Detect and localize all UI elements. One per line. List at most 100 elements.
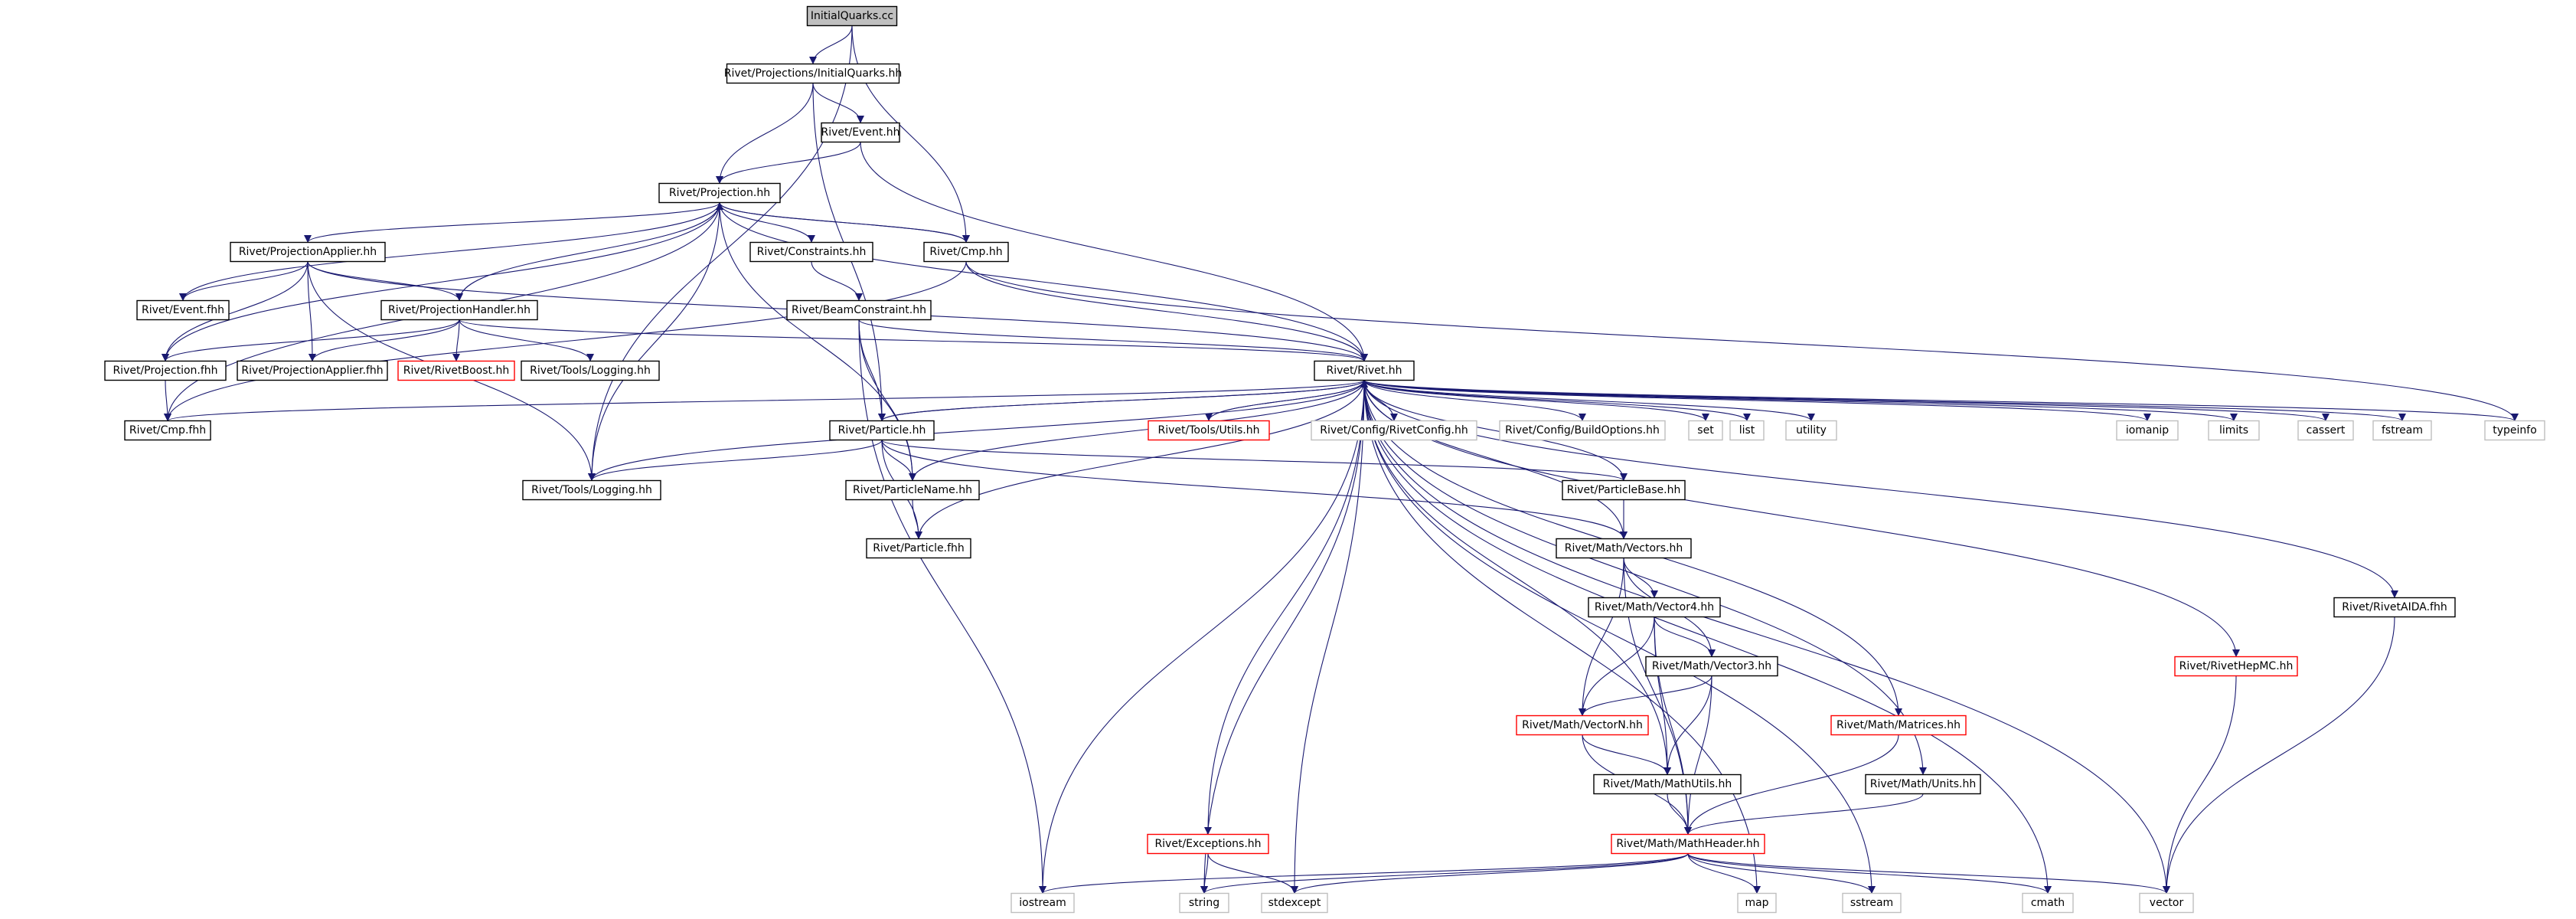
node-string[interactable]: string <box>1179 892 1229 914</box>
dependency-arrow <box>1363 380 1671 775</box>
dependency-arrow <box>1363 380 1876 894</box>
node-math-vectorn-hh[interactable]: Rivet/Math/VectorN.hh <box>1516 715 1649 736</box>
node-label: limits <box>2219 424 2248 437</box>
node-cmp-hh[interactable]: Rivet/Cmp.hh <box>923 241 1009 263</box>
node-fstream[interactable]: fstream <box>2372 420 2432 441</box>
dependency-edge <box>1579 558 1624 716</box>
node-initialquarks-cc[interactable]: InitialQuarks.cc <box>806 5 898 27</box>
node-iostream[interactable]: iostream <box>1010 892 1075 914</box>
node-box <box>1179 892 1229 914</box>
node-particle-hh[interactable]: Rivet/Particle.hh <box>829 420 935 441</box>
node-box <box>2372 420 2432 441</box>
node-box <box>2297 420 2354 441</box>
node-math-units-hh[interactable]: Rivet/Math/Units.hh <box>1865 773 1981 795</box>
node-box <box>2116 420 2179 441</box>
node-list[interactable]: list <box>1729 420 1765 441</box>
dependency-arrow <box>1291 853 1689 894</box>
node-projectionhandler-hh[interactable]: Rivet/ProjectionHandler.hh <box>380 299 538 321</box>
dependency-arrow <box>858 319 1368 361</box>
node-math-vectors-hh[interactable]: Rivet/Math/Vectors.hh <box>1556 538 1692 559</box>
node-label: Rivet/Exceptions.hh <box>1154 838 1261 850</box>
node-constraints-hh[interactable]: Rivet/Constraints.hh <box>749 241 873 263</box>
dependency-arrow <box>1363 380 2406 421</box>
node-label: Rivet/Projection.hh <box>669 187 770 199</box>
dependency-edge <box>860 142 1368 361</box>
node-tools-logging-hh-upper[interactable]: Rivet/Tools/Logging.hh <box>521 360 660 381</box>
node-event-fhh[interactable]: Rivet/Event.fhh <box>136 299 230 321</box>
dependency-arrow <box>1363 380 1628 539</box>
node-utility[interactable]: utility <box>1785 420 1837 441</box>
node-box <box>521 360 660 381</box>
node-event-hh[interactable]: Rivet/Event.hh <box>821 122 900 143</box>
dependency-edge <box>1687 853 2170 894</box>
dependency-edge <box>588 25 853 481</box>
node-projections-initialquarks-hh[interactable]: Rivet/Projections/InitialQuarks.hh <box>724 63 903 84</box>
dependency-edge <box>304 202 720 243</box>
dependency-edge <box>162 319 460 361</box>
dependency-arrow <box>1684 734 1899 835</box>
dependency-arrow <box>716 202 967 243</box>
node-tools-logging-hh[interactable]: Rivet/Tools/Logging.hh <box>522 479 661 501</box>
node-box <box>1737 892 1777 914</box>
dependency-edge <box>1663 675 1712 775</box>
node-projection-fhh[interactable]: Rivet/Projection.fhh <box>104 360 227 381</box>
dependency-arrow <box>588 25 853 481</box>
node-particle-fhh[interactable]: Rivet/Particle.fhh <box>866 538 971 559</box>
node-label: Rivet/Math/Matrices.hh <box>1837 719 1961 731</box>
dependency-arrow <box>1291 380 1365 894</box>
node-rivet-hh[interactable]: Rivet/Rivet.hh <box>1314 360 1415 381</box>
dependency-arrow <box>719 202 1368 361</box>
node-box <box>2208 420 2260 441</box>
node-cmath[interactable]: cmath <box>2022 892 2074 914</box>
node-label: Rivet/Cmp.hh <box>929 246 1002 258</box>
node-label: Rivet/RivetBoost.hh <box>403 365 509 377</box>
dependency-edge <box>719 202 1368 361</box>
node-tools-utils-hh[interactable]: Rivet/Tools/Utils.hh <box>1148 420 1270 441</box>
dependency-edge <box>912 380 1368 481</box>
node-math-mathheader-hh[interactable]: Rivet/Math/MathHeader.hh <box>1611 833 1765 855</box>
node-set[interactable]: set <box>1688 420 1723 441</box>
node-vector[interactable]: vector <box>2139 892 2194 914</box>
node-rivethepmc-hh[interactable]: Rivet/RivetHepMC.hh <box>2174 656 2298 677</box>
dependency-arrow <box>716 142 861 184</box>
node-typeinfo[interactable]: typeinfo <box>2484 420 2545 441</box>
node-box <box>136 299 230 321</box>
node-config-rivetconfig-hh[interactable]: Rivet/Config/RivetConfig.hh <box>1311 420 1477 441</box>
dependency-edge <box>179 261 309 301</box>
node-rivetboost-hh[interactable]: Rivet/RivetBoost.hh <box>397 360 515 381</box>
node-projectionapplier-fhh[interactable]: Rivet/ProjectionApplier.fhh <box>237 360 388 381</box>
node-rivetaida-fhh[interactable]: Rivet/RivetAIDA.fhh <box>2333 597 2456 618</box>
node-stdexcept[interactable]: stdexcept <box>1261 892 1328 914</box>
node-box <box>2139 892 2194 914</box>
node-cmp-fhh[interactable]: Rivet/Cmp.fhh <box>124 420 211 441</box>
dependency-arrow <box>860 142 1368 361</box>
node-projectionapplier-hh[interactable]: Rivet/ProjectionApplier.hh <box>230 241 386 263</box>
node-box <box>1010 892 1075 914</box>
node-math-vector4-hh[interactable]: Rivet/Math/Vector4.hh <box>1588 597 1721 618</box>
node-projection-hh[interactable]: Rivet/Projection.hh <box>658 182 781 204</box>
node-config-buildoptions-hh[interactable]: Rivet/Config/BuildOptions.hh <box>1499 420 1666 441</box>
dependency-edge <box>719 202 815 243</box>
dependency-arrow <box>452 319 461 361</box>
node-particlename-hh[interactable]: Rivet/ParticleName.hh <box>845 479 980 501</box>
node-box <box>1588 597 1721 618</box>
node-beamconstraint-hh[interactable]: Rivet/BeamConstraint.hh <box>786 299 932 321</box>
node-box <box>2333 597 2456 618</box>
node-limits[interactable]: limits <box>2208 420 2260 441</box>
node-math-matrices-hh[interactable]: Rivet/Math/Matrices.hh <box>1830 715 1967 736</box>
node-math-mathutils-hh[interactable]: Rivet/Math/MathUtils.hh <box>1593 773 1742 795</box>
node-exceptions-hh[interactable]: Rivet/Exceptions.hh <box>1147 833 1269 855</box>
dependency-edge <box>1204 380 1365 835</box>
node-map[interactable]: map <box>1737 892 1777 914</box>
node-particlebase-hh[interactable]: Rivet/ParticleBase.hh <box>1562 479 1686 501</box>
node-math-vector3-hh[interactable]: Rivet/Math/Vector3.hh <box>1645 656 1778 677</box>
node-sstream[interactable]: sstream <box>1842 892 1902 914</box>
dependency-edge <box>881 380 1368 421</box>
node-label: Rivet/ParticleBase.hh <box>1567 484 1681 496</box>
node-cassert[interactable]: cassert <box>2297 420 2354 441</box>
dependency-edge <box>1363 380 2406 421</box>
node-iomanip[interactable]: iomanip <box>2116 420 2179 441</box>
dependency-edge <box>1291 853 1689 894</box>
node-box <box>923 241 1009 263</box>
dependency-edge <box>1623 558 1658 598</box>
